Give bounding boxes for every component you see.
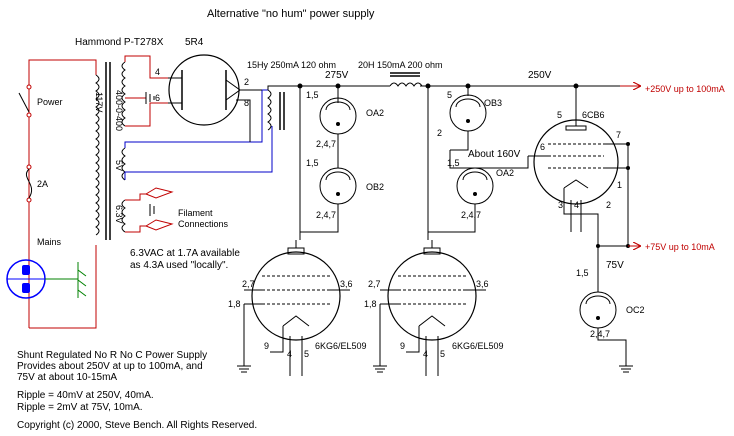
cb6-pin-3: 3	[558, 200, 563, 210]
copyright: Copyright (c) 2000, Steve Bench. All Rig…	[17, 420, 257, 431]
ct-ground-icon	[145, 92, 155, 104]
filament-label-1: Filament	[178, 208, 213, 218]
ob2-pins-bot: 2,4,7	[316, 210, 336, 220]
rectifier-pin-2: 2	[244, 77, 249, 87]
note-line-6: Ripple = 2mV at 75V, 10mA.	[17, 402, 143, 413]
heater-5v: 5V	[114, 160, 124, 171]
out-75v-line	[596, 244, 640, 248]
tube-6kg6-1: 2,7 1,8 3,6 9 4 5 6KG6/EL509	[228, 240, 367, 376]
heater-note: 6.3VAC at 1.7A available as 4.3A used "l…	[130, 248, 240, 271]
power-transformer: Hammond P-T278X 117V 400-0-400 5V 6.3V	[75, 37, 164, 240]
oc2-pins-top: 1,5	[576, 268, 589, 278]
output-75v: +75V up to 10mA	[645, 242, 715, 252]
kg6-2-pin-18: 1,8	[364, 299, 377, 309]
primary-voltage: 117V	[94, 92, 104, 112]
secondary-wiring	[124, 55, 273, 233]
kg6-1-pin-36: 3,6	[340, 279, 353, 289]
cb6-pin-7: 7	[616, 130, 621, 140]
kg6-1-pin-18: 1,8	[228, 299, 241, 309]
oc2-pins-bot: 2,4,7	[590, 329, 610, 339]
note-line-2: Provides about 250V at up to 100mA, and	[17, 361, 203, 372]
node-275v: 275V	[325, 70, 349, 81]
oa2-top-label: OA2	[366, 108, 384, 118]
kg6-2-label: 6KG6/EL509	[452, 341, 504, 351]
cb6-grid-wire	[475, 156, 529, 169]
fuse: 2A	[25, 164, 48, 203]
node-250v: 250V	[528, 70, 552, 81]
cb6-pin-2: 2	[606, 200, 611, 210]
kg6-1-pin-9: 9	[264, 341, 269, 351]
tube-6kg6-2: 2,7 1,8 3,6 9 4 5 6KG6/EL509	[364, 240, 504, 376]
kg6-2-pin-5: 5	[440, 349, 445, 359]
kg6-2-pin-27: 2,7	[368, 279, 381, 289]
kg6-1-pin-27: 2,7	[242, 279, 255, 289]
mains-plug: Mains	[6, 237, 87, 299]
rectifier-pin-8: 8	[244, 98, 249, 108]
choke2-label: 20H 150mA 200 ohm	[358, 60, 443, 70]
ob3-pin-left: 2	[437, 128, 442, 138]
ground-icon-1	[237, 352, 251, 373]
ground-icon-3	[619, 360, 633, 373]
notes-block: Shunt Regulated No R No C Power Supply P…	[17, 350, 257, 431]
oa2-mid-pins-bot: 2,4,7	[461, 210, 481, 220]
secondary-voltage: 400-0-400	[114, 90, 124, 131]
output-250v: +250V up to 100mA	[645, 84, 725, 94]
heater-63v: 6.3V	[114, 205, 124, 224]
cb6-pin-1: 1	[617, 180, 622, 190]
node-160v: About 160V	[468, 149, 521, 160]
note-line-5: Ripple = 40mV at 250V, 40mA.	[17, 390, 154, 401]
ob2-label: OB2	[366, 182, 384, 192]
svg-text:as 4.3A used "locally".: as 4.3A used "locally".	[130, 260, 228, 271]
ob2-pins-top: 1,5	[306, 158, 319, 168]
transformer-label: Hammond P-T278X	[75, 37, 164, 48]
tube-oc2: 1,5 OC2 2,4,7	[576, 246, 645, 360]
choke-1: 15Hy 250mA 120 ohm	[247, 60, 336, 131]
rectifier-pin-4: 4	[155, 67, 160, 77]
note-line-1: Shunt Regulated No R No C Power Supply	[17, 350, 207, 361]
kg6-1-label: 6KG6/EL509	[315, 341, 367, 351]
kg6-2-pin-36: 3,6	[476, 279, 489, 289]
ground-icons	[237, 352, 633, 373]
choke-2: 20H 150mA 200 ohm	[358, 60, 443, 87]
tube-6cb6: 6CB6 5 6 7 1 3 4 2	[528, 86, 630, 246]
rectifier-label: 5R4	[185, 37, 204, 48]
oa2-top-pins-top: 1,5	[306, 90, 319, 100]
kg6-2-pin-9: 9	[400, 341, 405, 351]
tube-oa2-mid: 1,5 OA2 2,4,7	[427, 150, 514, 240]
bplus-bus	[297, 84, 640, 88]
kg6-1-pin-4: 4	[287, 349, 292, 359]
cb6-pin-4: 4	[574, 200, 579, 210]
tube-ob3: 5 OB3 2	[437, 86, 502, 151]
rectifier-5r4: 5R4 4 6 2 8	[155, 37, 262, 142]
node-75v: 75V	[606, 260, 624, 271]
tube-ob2: 1,5 OB2 2,4,7	[299, 158, 384, 240]
power-label: Power	[37, 97, 63, 107]
kg6-1-pin-5: 5	[304, 349, 309, 359]
kg6-2-pin-4: 4	[423, 349, 428, 359]
filament-label-2: Connections	[178, 219, 229, 229]
oc2-label: OC2	[626, 305, 645, 315]
diagram-title: Alternative "no hum" power supply	[207, 8, 375, 20]
filament-connections: Filament Connections	[144, 187, 229, 231]
mains-label: Mains	[37, 237, 62, 247]
tube-oa2-top: 1,5 OA2 2,4,7	[306, 86, 384, 168]
oa2-mid-pins-top: 1,5	[447, 158, 460, 168]
power-switch[interactable]: Power	[18, 84, 63, 118]
ob3-pin-top: 5	[447, 90, 452, 100]
cb6-pin-6: 6	[540, 142, 545, 152]
oa2-top-pins-bot: 2,4,7	[316, 139, 336, 149]
oa2-mid-label: OA2	[496, 168, 514, 178]
choke1-label: 15Hy 250mA 120 ohm	[247, 60, 336, 70]
ob3-label: OB3	[484, 98, 502, 108]
rectifier-pin-6: 6	[155, 93, 160, 103]
svg-text:6.3VAC at 1.7A available: 6.3VAC at 1.7A available	[130, 248, 240, 259]
note-line-3: 75V at about 10-15mA	[17, 372, 117, 383]
ground-icon-2	[373, 352, 387, 373]
cb6-pin-5: 5	[557, 110, 562, 120]
cb6-label: 6CB6	[582, 110, 605, 120]
fuse-label: 2A	[37, 179, 48, 189]
